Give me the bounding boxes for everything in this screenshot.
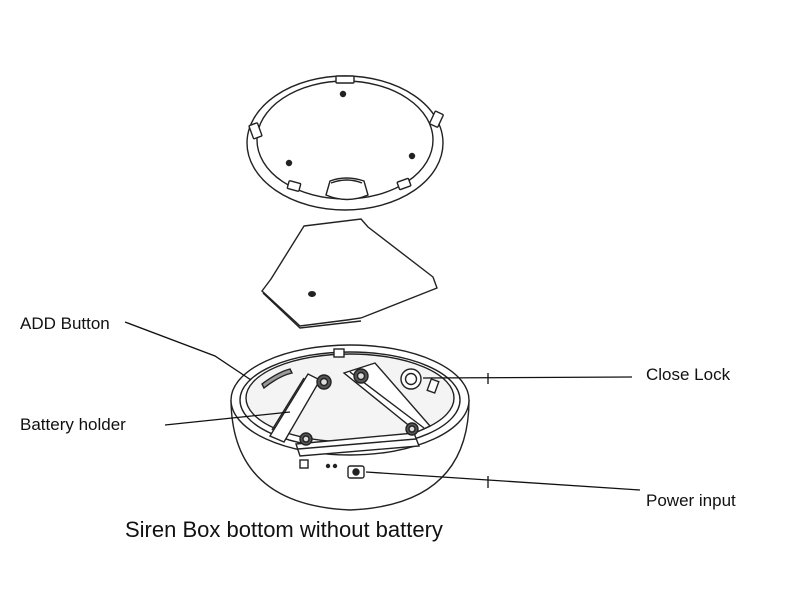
add-button-label: ADD Button [20,314,110,333]
battery-holder-leader [164,411,291,426]
base-housing [230,344,470,511]
mounting-ring [246,75,444,211]
battery-holder-label: Battery holder [20,415,126,434]
circuit-plate [261,218,438,329]
callout-lines [124,321,641,491]
add-button-leader [124,321,252,381]
close-lock-label: Close Lock [646,365,731,384]
power-input-leader [365,471,641,491]
power-input-label: Power input [646,491,736,510]
close-lock-leader [422,376,633,379]
diagram-caption: Siren Box bottom without battery [125,517,443,542]
